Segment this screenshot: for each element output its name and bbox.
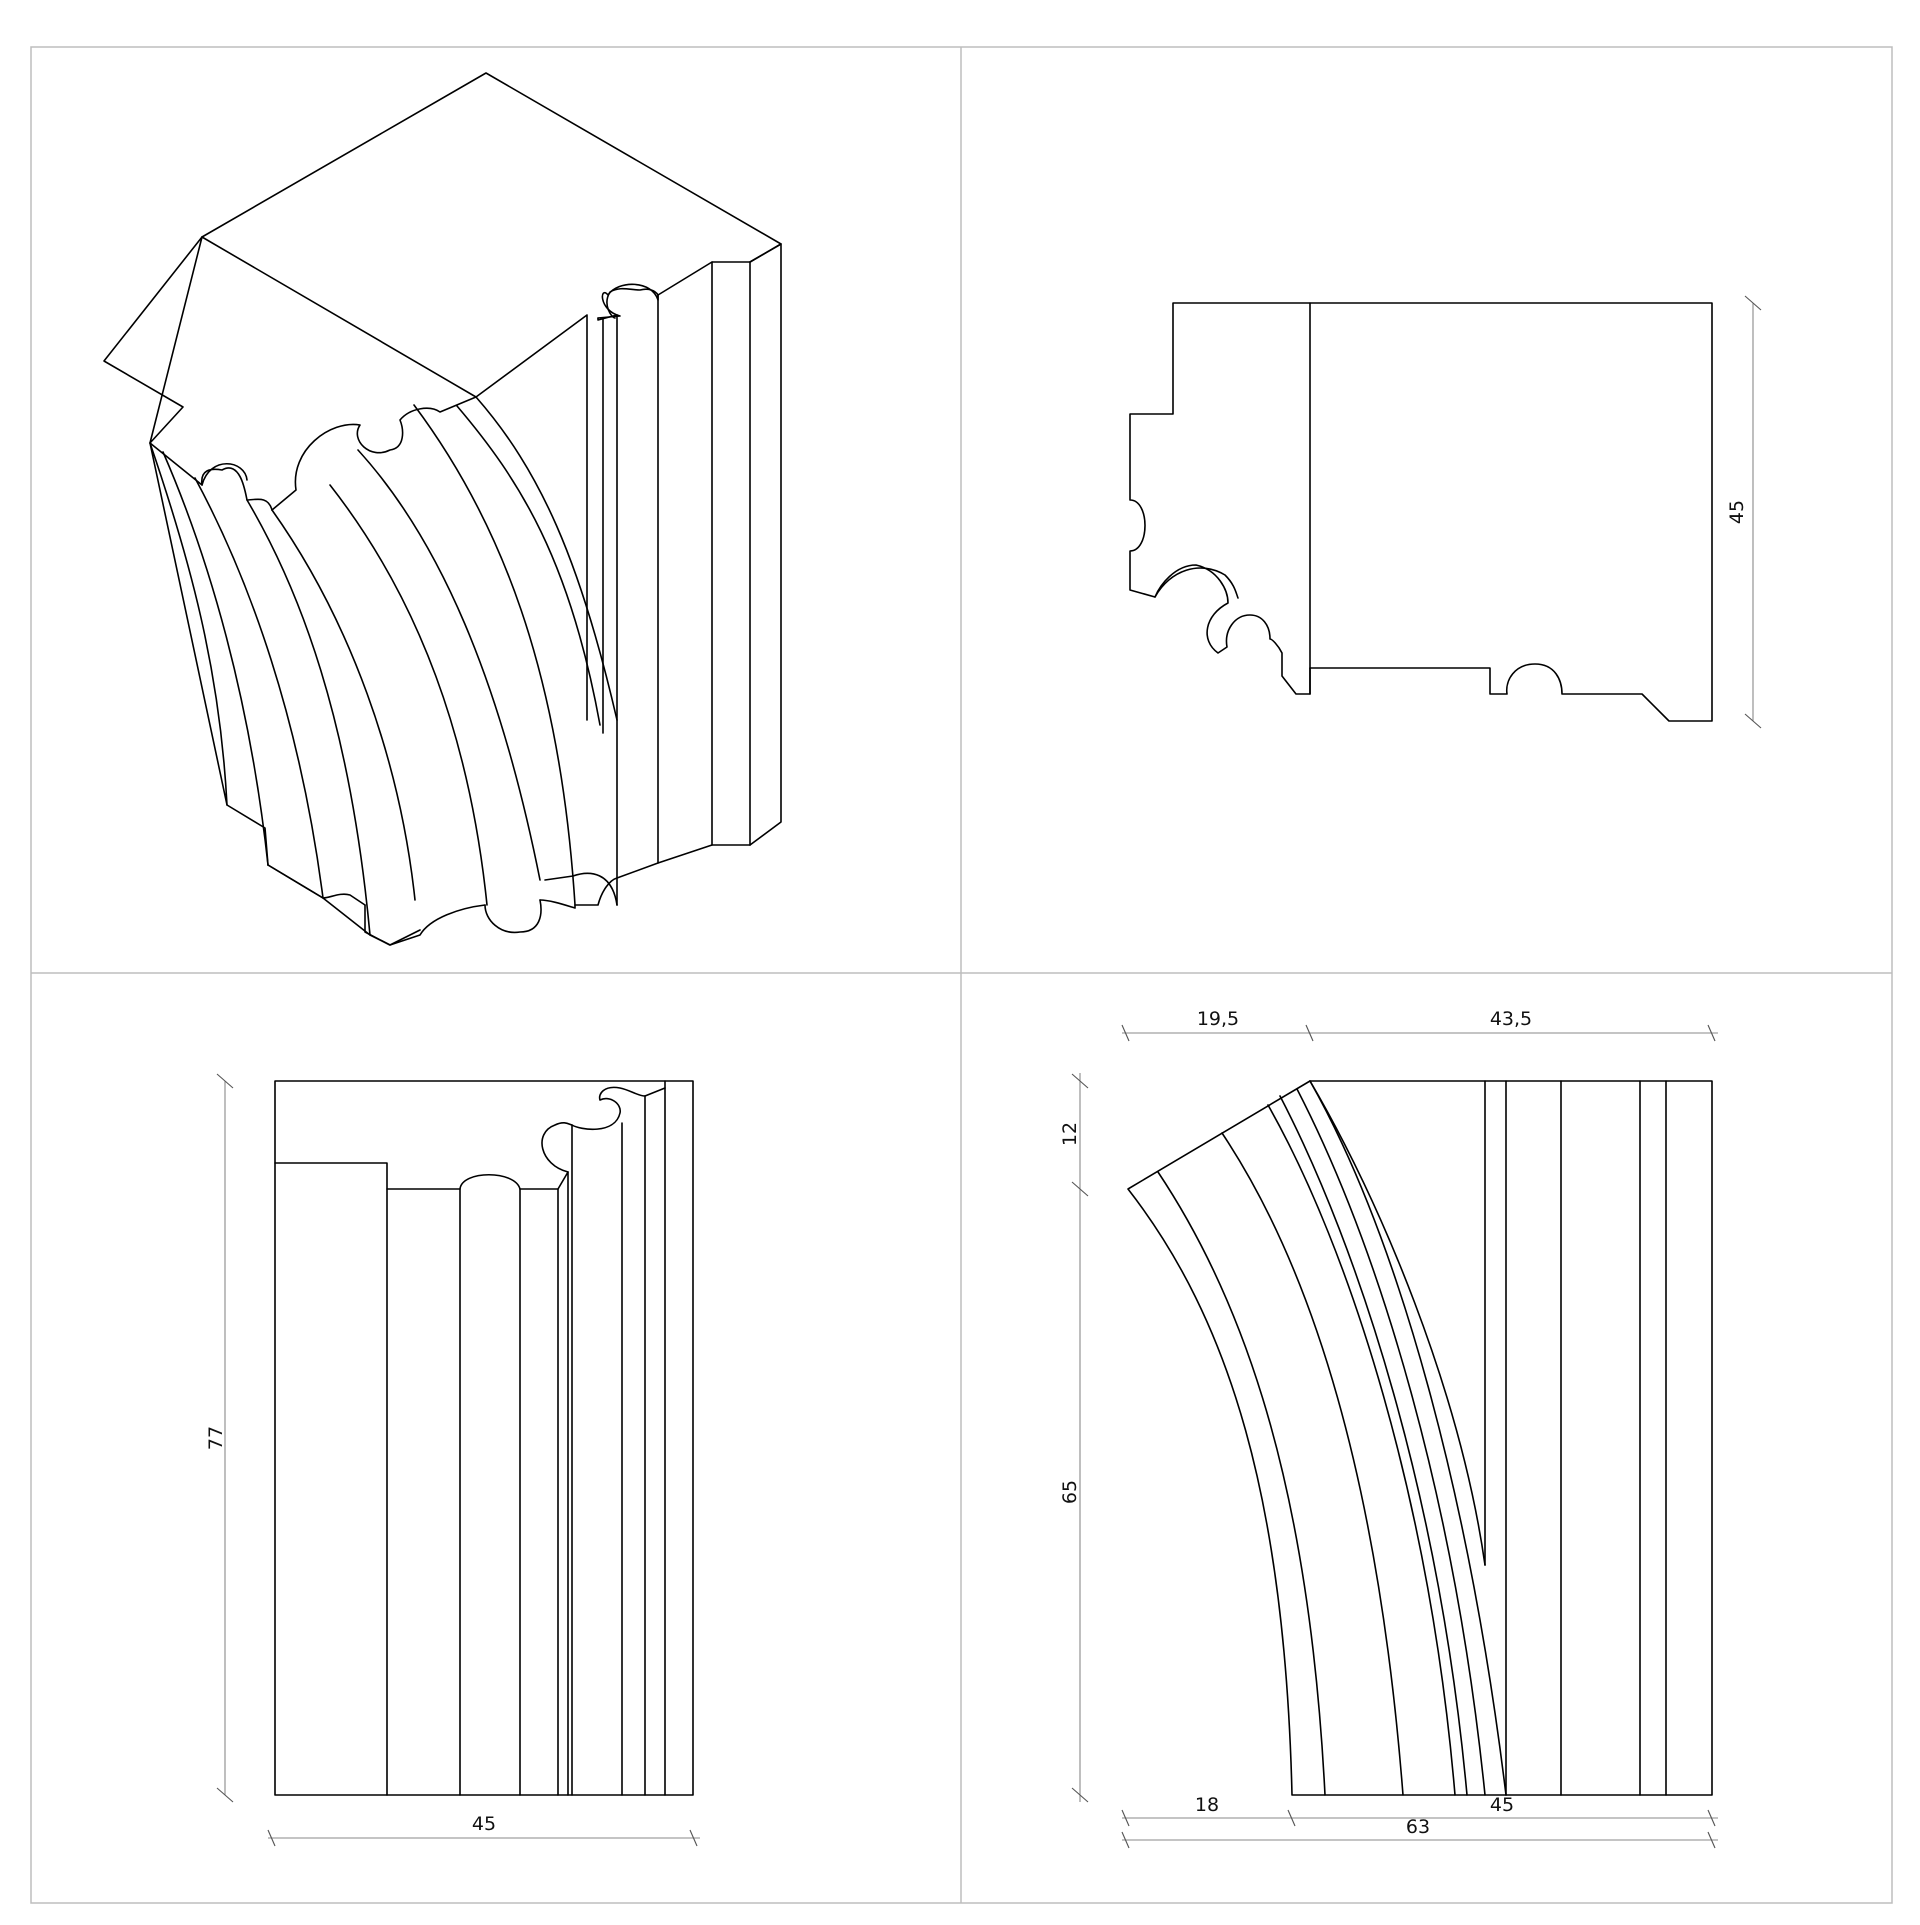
isometric-view xyxy=(103,72,782,946)
side-overall-label: 63 xyxy=(1406,1816,1430,1838)
front-view: 77 45 xyxy=(205,1073,700,1847)
front-height-dimension: 77 xyxy=(205,1073,234,1803)
side-view: 19,5 43,5 12 65 18 45 63 xyxy=(1059,1008,1718,1849)
side-lower-height-label: 65 xyxy=(1059,1480,1081,1504)
side-left-dimensions: 12 65 xyxy=(1059,1073,1089,1803)
profile-height-label: 45 xyxy=(1726,500,1748,524)
sheet-frame xyxy=(30,46,1893,1904)
side-top-left-label: 19,5 xyxy=(1197,1008,1239,1030)
profile-height-dimension: 45 xyxy=(1726,295,1762,729)
front-height-label: 77 xyxy=(205,1426,227,1450)
side-bottom-left-label: 18 xyxy=(1195,1794,1219,1816)
side-bottom-dimensions: 18 45 63 xyxy=(1121,1794,1718,1849)
profile-view: 45 xyxy=(1129,295,1762,729)
side-top-right-label: 43,5 xyxy=(1490,1008,1532,1030)
front-width-label: 45 xyxy=(472,1813,496,1835)
side-upper-height-label: 12 xyxy=(1059,1122,1081,1146)
front-width-dimension: 45 xyxy=(267,1813,700,1847)
side-bottom-right-label: 45 xyxy=(1490,1794,1514,1816)
side-top-dimensions: 19,5 43,5 xyxy=(1121,1008,1718,1042)
